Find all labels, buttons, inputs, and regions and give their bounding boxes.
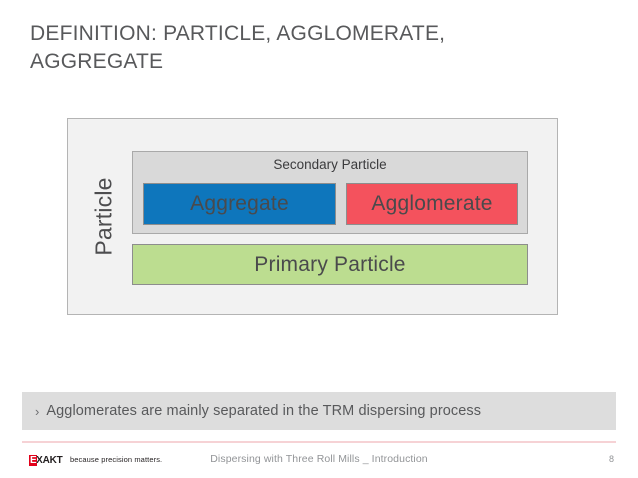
exakt-logo-mark: E	[29, 454, 38, 466]
page-number: 8	[608, 454, 614, 464]
secondary-particle-box: Secondary Particle Aggregate Agglomerate	[132, 151, 528, 234]
footer-tagline: because precision matters.	[70, 455, 163, 464]
agglomerate-box: Agglomerate	[346, 183, 518, 225]
primary-particle-box: Primary Particle	[132, 244, 528, 285]
exakt-logo: E XAKT	[29, 454, 63, 466]
chevron-right-icon: ›	[35, 403, 40, 419]
particle-diagram-frame: Particle Secondary Particle Aggregate Ag…	[67, 118, 558, 315]
secondary-particle-label: Secondary Particle	[273, 157, 387, 172]
exakt-logo-wordmark: XAKT	[36, 454, 63, 466]
slide-footer: E XAKT because precision matters. Disper…	[0, 452, 638, 474]
footer-divider	[22, 441, 616, 443]
particle-label-container: Particle	[80, 119, 128, 314]
aggregate-box: Aggregate	[143, 183, 336, 225]
bullet-callout-bar: › Agglomerates are mainly separated in t…	[22, 392, 616, 430]
bullet-text: Agglomerates are mainly separated in the…	[46, 403, 482, 419]
particle-axis-label: Particle	[90, 177, 117, 256]
footer-center-text: Dispersing with Three Roll Mills _ Intro…	[210, 453, 428, 465]
page-title: DEFINITION: PARTICLE, AGGLOMERATE, AGGRE…	[30, 22, 446, 73]
